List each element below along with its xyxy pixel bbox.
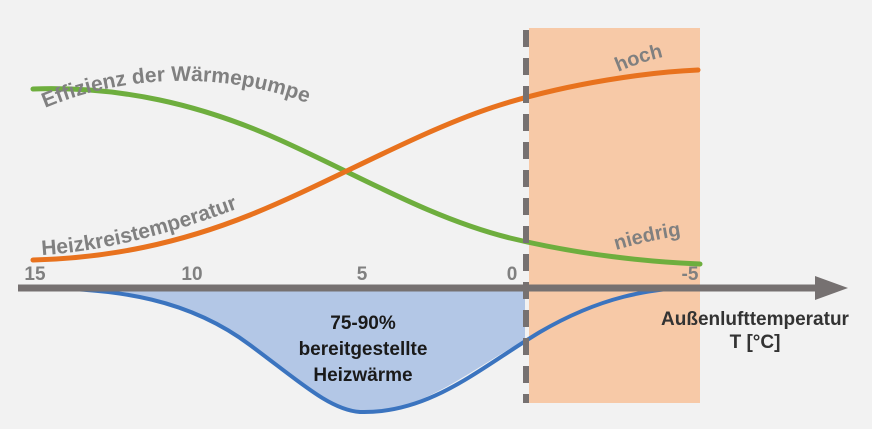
x-tick-label-15: 15 [24,264,46,285]
efficiency-curve [30,86,703,267]
x-axis-title-line1: Außenlufttemperatur [661,309,850,330]
x-tick-label-10: 10 [181,264,202,285]
heating-load-fill [33,288,525,413]
heat-share-label-line2: bereitgestellte [299,339,428,360]
x-axis-arrow-icon [815,276,848,300]
heating-circuit-curve [30,67,701,263]
x-tick-label-5: 5 [357,264,368,285]
heating-load-curve [31,285,702,415]
x-tick-label-minus-5: -5 [682,264,699,285]
heat-share-label-line3: Heizwärme [313,365,412,386]
heat-share-label-line1: 75-90% [330,313,396,334]
bivalence-shaded-region [529,28,700,403]
x-axis-title-line2: T [°C] [730,332,781,353]
x-tick-label-0: 0 [507,264,518,285]
